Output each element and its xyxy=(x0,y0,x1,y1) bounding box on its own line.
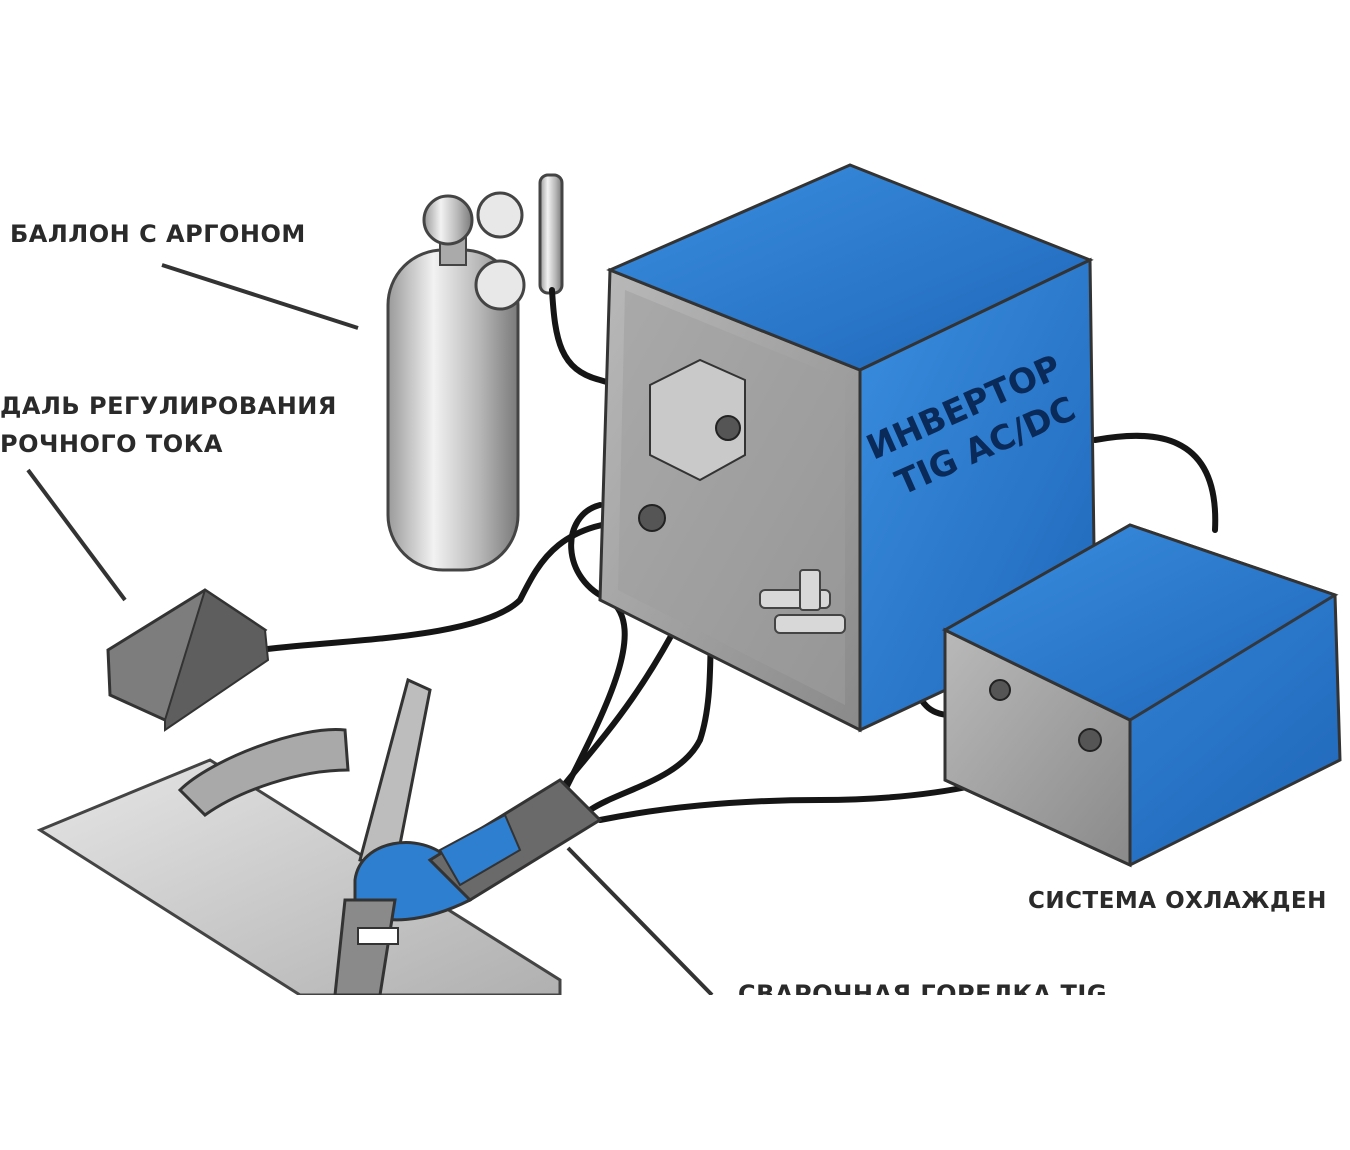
torch-label: СВАРОЧНАЯ ГОРЕЛКА TIG xyxy=(738,980,1108,995)
cooling-socket-bottom xyxy=(1078,728,1102,752)
pedal-label-line1: ДАЛЬ РЕГУЛИРОВАНИЯ xyxy=(0,392,337,420)
argon-cylinder xyxy=(386,173,564,572)
pedal-leader-line xyxy=(26,468,127,602)
foot-pedal xyxy=(106,588,270,732)
torch-leader-line xyxy=(566,846,714,995)
cooling-system-box xyxy=(941,523,1342,868)
cooling-system-label: СИСТЕМА ОХЛАЖДЕН xyxy=(1028,888,1327,914)
inverter-box xyxy=(598,163,1097,733)
torch-label-clip: СВАРОЧНАЯ ГОРЕЛКА TIG xyxy=(0,150,1350,995)
inverter-socket-mid xyxy=(638,504,666,532)
argon-cylinder-label: БАЛЛОН С АРГОНОМ xyxy=(10,220,306,248)
tig-torch xyxy=(333,677,603,995)
pedal-label-line2: РОЧНОГО ТОКА xyxy=(0,430,223,458)
argon-leader-line xyxy=(161,263,359,330)
workpiece-plate xyxy=(36,728,562,995)
inverter-hose-fittings xyxy=(759,569,846,634)
inverter-socket-top xyxy=(715,415,741,441)
cooling-socket-top xyxy=(989,679,1011,701)
